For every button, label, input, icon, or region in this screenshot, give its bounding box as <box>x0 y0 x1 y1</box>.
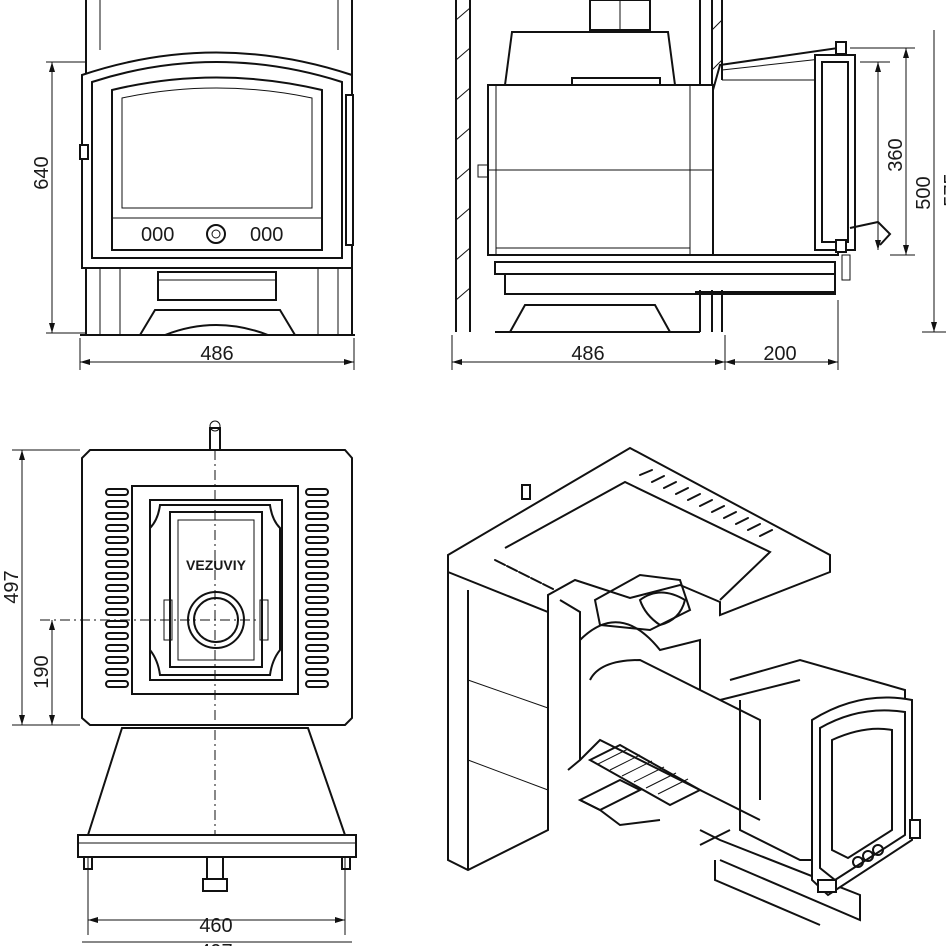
iso-left-wall <box>447 572 549 872</box>
door-handle-knob <box>206 224 226 244</box>
iso-fire-door <box>811 696 921 897</box>
svg-text:190: 190 <box>31 655 53 688</box>
iso-top-plate <box>447 446 831 617</box>
door-latch <box>345 94 354 246</box>
left-louvers <box>105 488 129 688</box>
door-vent-left: 000 <box>141 224 174 246</box>
iso-top-louvers <box>494 469 773 590</box>
iso-stud <box>521 484 531 500</box>
svg-text:486: 486 <box>200 343 233 365</box>
top-width-dimensions: 460 497 <box>82 858 352 946</box>
iso-grate <box>577 743 703 812</box>
svg-text:500: 500 <box>913 176 935 209</box>
svg-text:200: 200 <box>763 343 796 365</box>
stove-base <box>494 261 836 333</box>
door-hinge <box>79 144 89 160</box>
top-height-dimension: 497 <box>1 449 80 726</box>
iso-door-vent-1 <box>852 856 864 868</box>
brick-wall-section <box>455 0 723 332</box>
front-view: 000 000 640 486 <box>31 0 355 370</box>
iso-door-vent-3 <box>872 844 884 856</box>
side-extension-dimension: 200 <box>725 300 839 370</box>
fire-tunnel <box>712 41 892 281</box>
front-height-dimension: 640 <box>31 61 86 334</box>
svg-text:486: 486 <box>571 343 604 365</box>
top-offset-dimension: 190 <box>31 620 55 725</box>
fire-tunnel-top <box>77 727 357 892</box>
door-vent-right: 000 <box>250 224 283 246</box>
isometric-cutaway-view <box>447 446 921 926</box>
top-view: VEZUVIY 497 <box>1 420 357 946</box>
svg-text:497: 497 <box>1 570 23 603</box>
iso-firebox <box>559 573 761 827</box>
svg-text:640: 640 <box>31 156 53 189</box>
brand-label: VEZUVIY <box>186 557 247 573</box>
svg-text:360: 360 <box>885 138 907 171</box>
front-width-dimension: 486 <box>79 338 355 370</box>
ash-drawer <box>139 271 296 336</box>
iso-door-vent-2 <box>862 850 874 862</box>
firebox-body <box>477 31 714 256</box>
side-depth-dimension: 486 <box>451 335 726 370</box>
fire-door: 000 000 <box>79 51 354 269</box>
svg-text:497: 497 <box>199 941 232 946</box>
svg-text:460: 460 <box>199 915 232 937</box>
casing-outline <box>81 449 353 726</box>
svg-text:575: 575 <box>941 173 946 206</box>
right-louvers <box>305 488 329 688</box>
side-vertical-dimensions: 360 500 575 <box>850 30 946 333</box>
side-view: 486 200 360 500 575 <box>451 0 946 370</box>
